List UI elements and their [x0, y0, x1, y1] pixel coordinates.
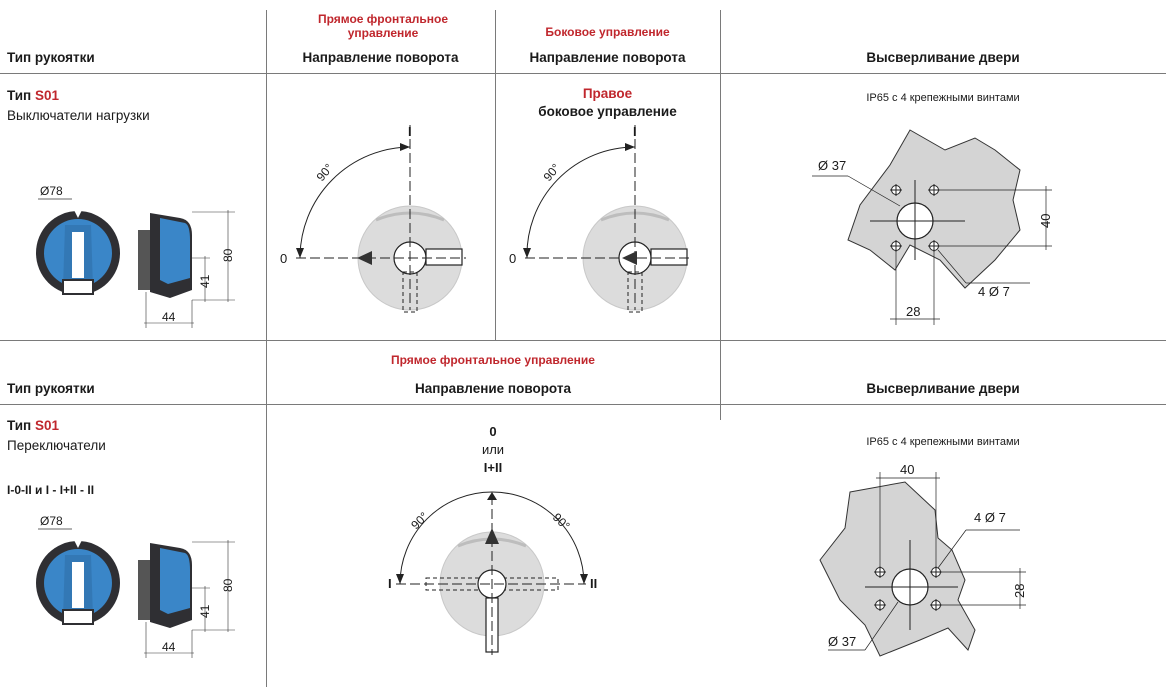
s2-drilling-drawing: 40 28 4 Ø 7 Ø 37	[819, 462, 1027, 657]
s2-handle-type-header: Тип рукоятки	[7, 381, 95, 396]
s1-mid-dim: 41	[198, 274, 212, 288]
s1-front-angle: 90°	[314, 161, 337, 184]
s1-side-right-label: Правое	[582, 86, 633, 101]
s1-front-rotation-drawing: I 0 90°	[280, 124, 466, 313]
s1-drill-height-dim: 40	[1038, 214, 1053, 228]
s1-type-code: S01	[34, 88, 59, 103]
s2-top-zero: 0	[489, 424, 497, 439]
s1-ip-note: IP65 с 4 крепежными винтами	[866, 92, 1020, 104]
divider-v4	[266, 340, 267, 687]
s1-rotation-header-front: Направление поворота	[302, 50, 459, 65]
s1-side-desc: боковое управление	[538, 104, 677, 119]
s2-front-control-label: Прямое фронтальное управление	[391, 353, 595, 367]
s2-type-desc: Переключатели	[7, 438, 106, 453]
s1-diameter-label: Ø78	[40, 184, 63, 198]
s1-front-pos-zero: 0	[280, 251, 287, 266]
s2-rotation-header: Направление поворота	[415, 381, 571, 396]
s2-top-combo: I+II	[483, 460, 503, 475]
s2-angle-right: 90°	[550, 510, 573, 533]
divider-h-section	[0, 340, 1166, 341]
s2-height-dim: 80	[221, 578, 235, 592]
s1-front-control-label: Прямое фронтальное управление	[317, 12, 449, 40]
divider-v5	[720, 340, 721, 420]
s2-positions: I-0-II и I - I+II - II	[7, 483, 95, 497]
s2-pos-left: I	[388, 576, 392, 591]
s2-drill-width-dim: 40	[900, 462, 914, 477]
s1-drill-hole-label: Ø 37	[818, 158, 846, 173]
s2-pos-right: II	[590, 576, 597, 591]
s1-side-angle: 90°	[541, 161, 564, 184]
s2-diameter-label: Ø78	[40, 514, 63, 528]
s1-depth-dim: 44	[162, 310, 176, 324]
s2-drill-height-dim: 28	[1012, 584, 1027, 598]
s1-side-pos-zero: 0	[509, 251, 516, 266]
s2-or-label: или	[481, 442, 505, 457]
s2-type-code: S01	[34, 418, 59, 433]
s1-drill-screws-label: 4 Ø 7	[978, 284, 1010, 299]
s1-type-desc: Выключатели нагрузки	[7, 108, 150, 123]
s1-side-control-label: Боковое управление	[545, 25, 670, 39]
divider-v3	[720, 10, 721, 340]
s2-angle-left: 90°	[408, 509, 431, 532]
s2-handle-drawing: Ø78 80 41 44	[36, 514, 235, 658]
s2-ip-note: IP65 с 4 крепежными винтами	[866, 436, 1020, 448]
s1-rotation-header-side: Направление поворота	[529, 50, 686, 65]
s1-front-pos-one: I	[408, 124, 412, 139]
s1-side-rotation-drawing: I 0 90°	[509, 124, 691, 313]
s1-drilling-header: Высверливание двери	[866, 50, 1020, 65]
s1-drilling-drawing: 40 28 Ø 37 4 Ø 7	[812, 129, 1053, 325]
s2-type-label: Тип S01	[7, 416, 59, 435]
s1-type-label: Тип S01	[7, 86, 59, 105]
s2-rotation-drawing: I II 90° 90°	[388, 491, 597, 655]
s1-handle-drawing: Ø78 80 41 44	[36, 184, 235, 328]
s2-mid-dim: 41	[198, 604, 212, 618]
s1-height-dim: 80	[221, 248, 235, 262]
s1-handle-type-header: Тип рукоятки	[7, 50, 95, 65]
s1-side-pos-one: I	[633, 124, 637, 139]
s1-type-prefix: Тип	[7, 88, 32, 103]
s2-drill-hole-label: Ø 37	[828, 634, 856, 649]
s2-drill-screws-label: 4 Ø 7	[974, 510, 1006, 525]
divider-v1	[266, 10, 267, 340]
s2-type-prefix: Тип	[7, 418, 32, 433]
divider-h-header2	[0, 404, 1166, 405]
s1-drill-width-dim: 28	[906, 304, 920, 319]
s2-drilling-header: Высверливание двери	[866, 381, 1020, 396]
divider-v2	[495, 10, 496, 340]
divider-h-header1	[0, 73, 1166, 74]
s2-depth-dim: 44	[162, 640, 176, 654]
